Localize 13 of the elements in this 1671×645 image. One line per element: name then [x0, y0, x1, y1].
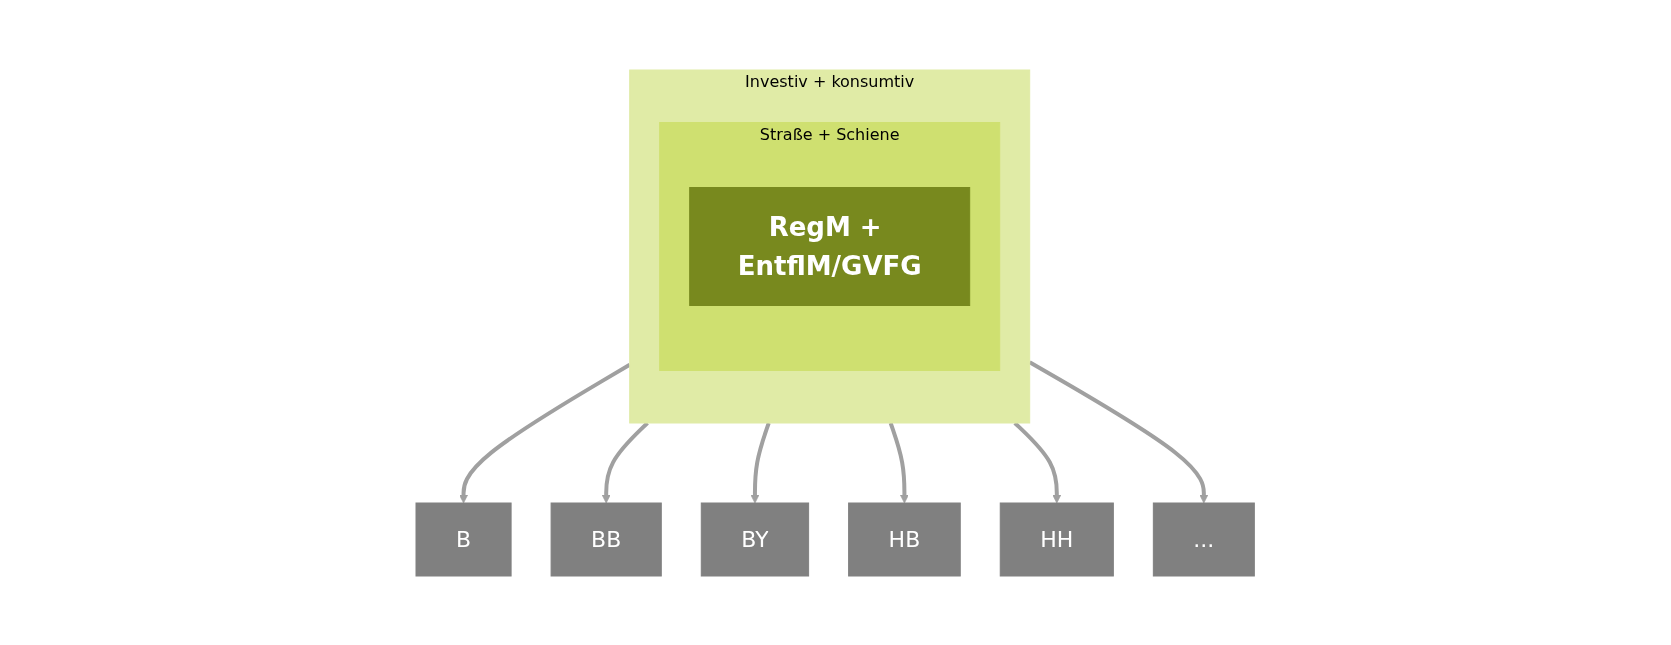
node-box: HH [1000, 502, 1115, 576]
node-box: ... [1153, 502, 1256, 576]
node-box: BB [550, 502, 663, 576]
arrow [1029, 360, 1209, 503]
node-box: B [415, 502, 512, 576]
node-box: HB [848, 502, 962, 576]
arrow [459, 362, 632, 503]
node-box: BY [701, 502, 810, 576]
arrow [750, 421, 771, 503]
arrow [602, 421, 650, 503]
arrow [889, 421, 910, 503]
node-box: RegM + EntflM/GVFG [689, 186, 971, 306]
arrow [1013, 421, 1062, 503]
